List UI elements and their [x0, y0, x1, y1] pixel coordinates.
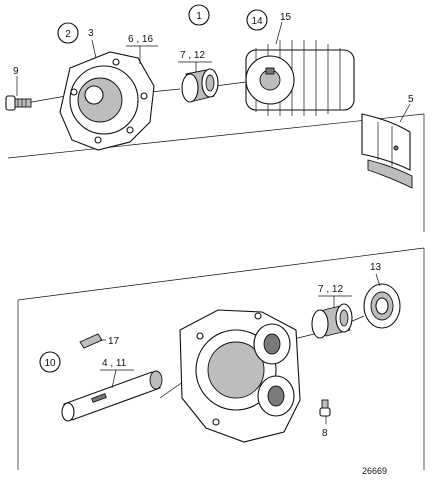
callout-circled-2-text: 2	[65, 29, 71, 40]
label-part-3: 3	[88, 28, 94, 39]
callout-circled-1: 1	[188, 4, 210, 26]
callout-circled-10-text: 10	[44, 358, 56, 369]
label-part-7-12-top: 7 , 12	[180, 50, 205, 61]
shaft-part-4-11	[61, 370, 163, 422]
bushing-part-7-12-bottom	[311, 303, 353, 339]
label-part-9: 9	[13, 66, 19, 77]
leader-lines	[16, 21, 411, 424]
callout-circled-2: 2	[57, 22, 79, 44]
label-part-4-11: 4 , 11	[102, 358, 127, 369]
label-part-7-12-bottom: 7 , 12	[318, 284, 343, 295]
drawing-number: 26669	[362, 466, 387, 476]
label-part-13: 13	[370, 262, 382, 273]
key-part-17	[79, 333, 103, 349]
label-part-5: 5	[408, 94, 414, 105]
top-axis-lines	[25, 81, 247, 104]
callout-circled-14-text: 14	[251, 16, 263, 27]
label-part-15: 15	[280, 12, 292, 23]
callout-circled-10: 10	[39, 351, 61, 373]
pump-housing	[179, 309, 301, 443]
seal-part-13	[363, 283, 401, 329]
impeller-part-15	[245, 40, 355, 116]
cam-plate-part-5	[361, 113, 413, 189]
callout-circled-14: 14	[246, 9, 268, 31]
callout-circled-1-text: 1	[196, 11, 202, 22]
label-part-17: 17	[108, 336, 120, 347]
panel-frame	[7, 113, 425, 470]
bolt-part-9	[5, 95, 32, 111]
bushing-part-7-12-top	[181, 68, 219, 103]
label-part-6-16: 6 , 16	[128, 34, 153, 45]
label-part-8: 8	[322, 428, 328, 439]
pump-cover-part-3	[59, 51, 155, 151]
screw-part-8	[319, 399, 331, 417]
